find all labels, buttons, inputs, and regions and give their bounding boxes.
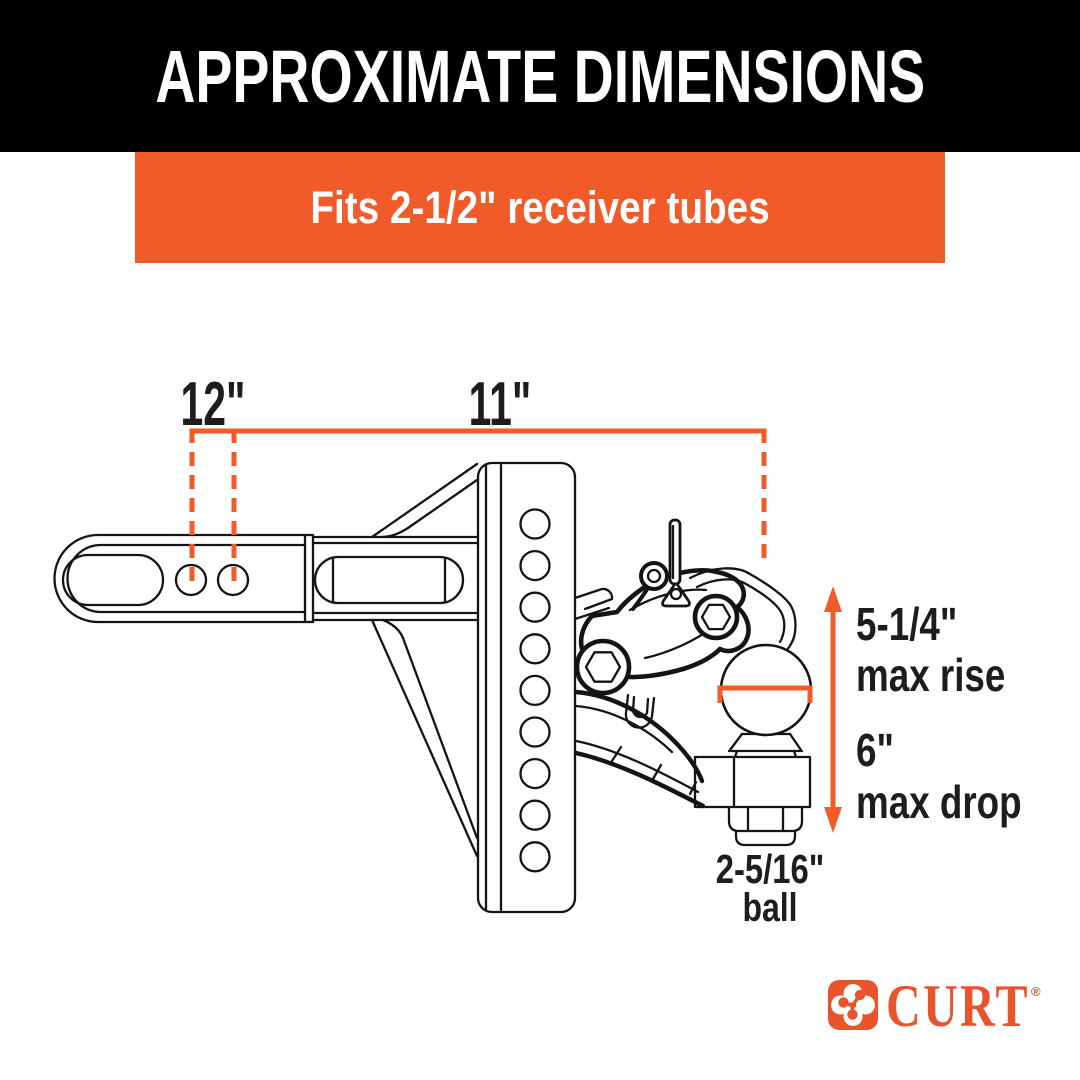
ball-size-label: ball <box>742 886 798 930</box>
shank-hole <box>216 563 250 597</box>
curt-logo-icon <box>828 980 878 1030</box>
receiver-size-text: Fits 2-1/2" receiver tubes <box>310 181 770 233</box>
receiver-tube-drawing <box>311 535 480 622</box>
ball-size-value: 2-5/16" <box>715 846 825 892</box>
pin-clip <box>661 582 691 608</box>
gusset-drawing <box>370 462 479 858</box>
shank-drawing <box>53 533 315 624</box>
clamp-head-drawing <box>574 518 751 696</box>
header-bar: APPROXIMATE DIMENSIONS <box>0 0 1080 152</box>
dimension-lines <box>189 428 842 833</box>
arrow-up-icon <box>824 586 842 612</box>
max-drop-value: 6" <box>856 724 894 776</box>
max-rise-label: max rise <box>856 649 1006 701</box>
max-drop-label: max drop <box>856 776 1022 828</box>
sway-arm-drawing <box>573 587 706 809</box>
max-rise-value: 5-1/4" <box>856 598 958 650</box>
shank-hole <box>174 563 208 597</box>
registered-trademark-symbol: ® <box>1031 984 1041 999</box>
safety-pin <box>668 518 682 586</box>
ball-equator-mark <box>717 685 813 703</box>
hex-bolt <box>692 593 740 641</box>
page-title: APPROXIMATE DIMENSIONS <box>155 34 925 118</box>
channel-drawing <box>476 461 577 914</box>
dim-label-11in: 11" <box>468 370 532 439</box>
dim-label-12in: 12" <box>180 370 246 439</box>
receiver-size-banner: Fits 2-1/2" receiver tubes <box>135 152 945 263</box>
retainer-ring <box>639 561 669 591</box>
hex-nut <box>727 805 804 833</box>
shank-slot <box>61 553 165 607</box>
hex-bolt <box>574 638 632 696</box>
ball-base-drawing <box>693 732 812 847</box>
top-dimension-bracket <box>189 428 767 443</box>
arrow-down-icon <box>824 807 842 833</box>
curt-wordmark: CURT <box>886 973 1030 1039</box>
washer <box>734 829 797 847</box>
